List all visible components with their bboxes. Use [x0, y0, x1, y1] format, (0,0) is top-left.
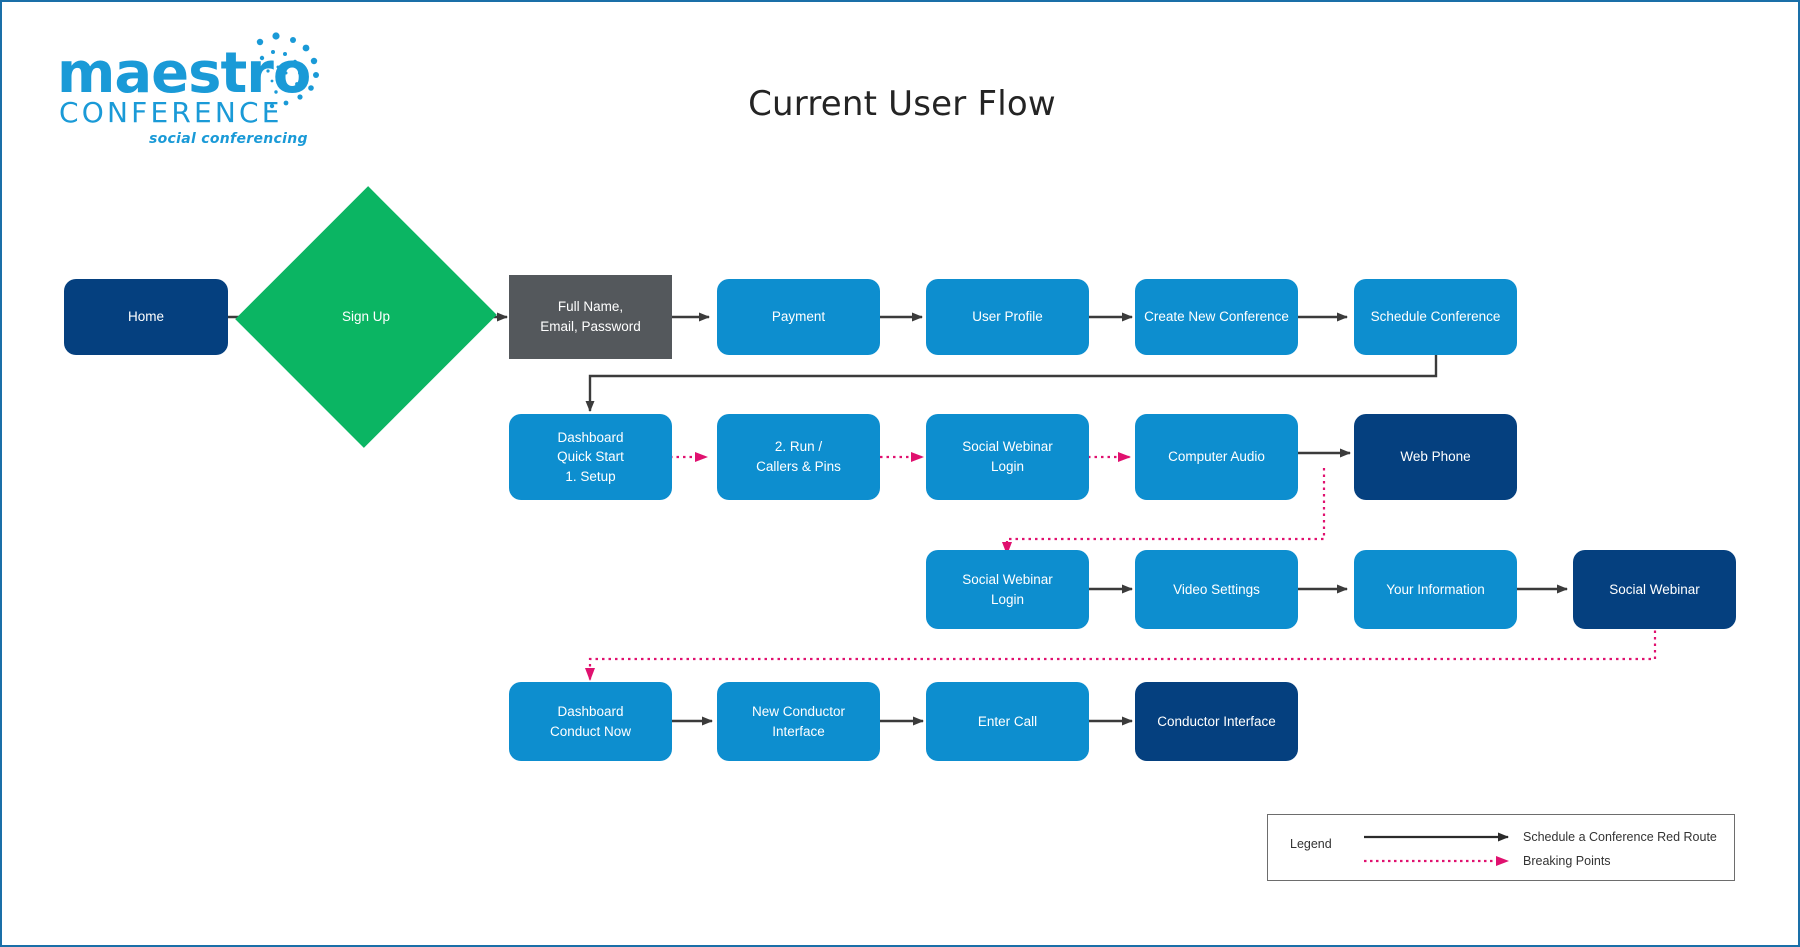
legend-title: Legend [1290, 837, 1332, 851]
svg-text:social conferencing: social conferencing [149, 131, 308, 147]
legend-arrows [1364, 832, 1509, 866]
node-label: Web Phone [1400, 449, 1471, 465]
legend-label-breaking-points: Breaking Points [1523, 854, 1611, 868]
node-social-webinar-login-1[interactable]: Social Webinar Login [926, 414, 1089, 500]
node-full-name-email-password[interactable]: Full Name, Email, Password [509, 275, 672, 359]
node-computer-audio[interactable]: Computer Audio [1135, 414, 1298, 500]
node-payment[interactable]: Payment [717, 279, 880, 355]
node-run-callers-pins[interactable]: 2. Run / Callers & Pins [717, 414, 880, 500]
node-label: Full Name, Email, Password [540, 299, 641, 334]
node-create-new-conference[interactable]: Create New Conference [1135, 279, 1298, 355]
node-label: Social Webinar Login [962, 571, 1053, 607]
node-label: Payment [771, 309, 826, 325]
svg-text:CONFERENCE: CONFERENCE [59, 96, 283, 129]
node-web-phone[interactable]: Web Phone [1354, 414, 1517, 500]
node-new-conductor-interface[interactable]: New Conductor Interface [717, 682, 880, 761]
node-label: Enter Call [977, 713, 1038, 729]
node-label: Conductor Interface [1157, 713, 1276, 729]
node-label: Create New Conference [1144, 309, 1289, 325]
node-label: Dashboard Quick Start 1. Setup [557, 429, 624, 484]
node-label: User Profile [972, 309, 1043, 325]
maestro-conference-logo: maestro CONFERENCE social conferencing [57, 30, 327, 150]
node-schedule-conference[interactable]: Schedule Conference [1354, 279, 1517, 355]
node-label: Sign Up [341, 309, 391, 325]
node-label: Schedule Conference [1370, 309, 1501, 325]
node-label: Dashboard Conduct Now [549, 703, 632, 739]
node-conductor-interface[interactable]: Conductor Interface [1135, 682, 1298, 761]
node-dashboard-conduct-now[interactable]: Dashboard Conduct Now [509, 682, 672, 761]
node-label: Computer Audio [1168, 449, 1265, 465]
node-label: Video Settings [1173, 581, 1260, 597]
node-user-profile[interactable]: User Profile [926, 279, 1089, 355]
node-dashboard-quick-start[interactable]: Dashboard Quick Start 1. Setup [509, 414, 672, 500]
node-social-webinar[interactable]: Social Webinar [1573, 550, 1736, 629]
legend-label-schedule-conference-red-route: Schedule a Conference Red Route [1523, 830, 1717, 844]
page-title: Current User Flow [748, 84, 1056, 124]
legend: Legend Schedule a Conference Red Route B… [1267, 814, 1735, 881]
node-label: Social Webinar [1609, 581, 1700, 597]
node-label: 2. Run / Callers & Pins [756, 439, 841, 474]
node-home[interactable]: Home [64, 279, 228, 355]
node-your-information[interactable]: Your Information [1354, 550, 1517, 629]
node-video-settings[interactable]: Video Settings [1135, 550, 1298, 629]
node-label: Social Webinar Login [962, 439, 1053, 474]
node-label: New Conductor Interface [751, 703, 846, 739]
node-label: Your Information [1386, 581, 1485, 597]
svg-text:maestro: maestro [57, 41, 310, 106]
node-label: Home [127, 309, 164, 325]
node-social-webinar-login-2[interactable]: Social Webinar Login [926, 550, 1089, 629]
node-enter-call[interactable]: Enter Call [926, 682, 1089, 761]
node-sign-up[interactable]: Sign Up [235, 186, 497, 448]
